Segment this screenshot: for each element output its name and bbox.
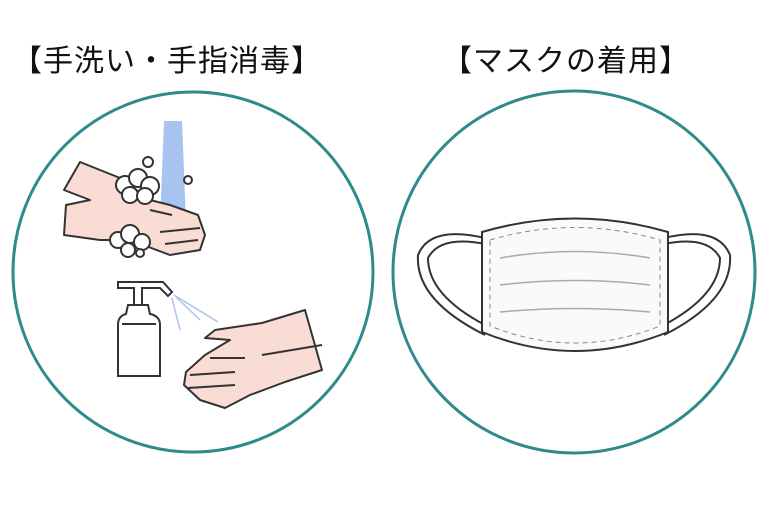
handwashing-sanitizer-icon	[11, 90, 375, 454]
face-mask-icon	[391, 89, 757, 455]
mask-title: 【マスクの着用】	[442, 44, 690, 79]
handwashing-title: 【手洗い・手指消毒】	[12, 44, 322, 79]
